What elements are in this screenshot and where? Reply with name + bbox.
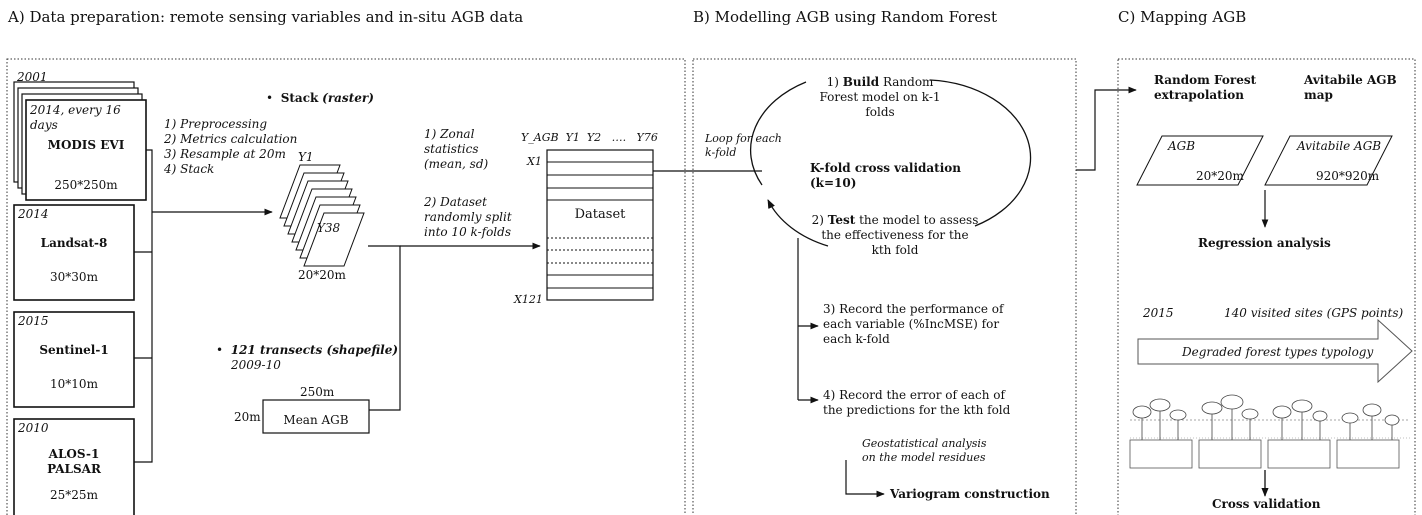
panel-a-frame [6,58,686,515]
landsat-name: Landsat-8 [40,236,108,250]
sensor-bracket [134,149,153,463]
dataset-split: 2) Dataset randomly split into 10 k-fold… [424,195,512,239]
mean-agb-width: 250m [300,385,335,399]
header-data-preparation: A) Data preparation: remote sensing vari… [8,8,524,26]
mean-agb-box [262,399,370,434]
kfold-loop-arrow [767,199,829,247]
loop-label: Loop for each k-fold [705,132,782,159]
header-modelling: B) Modelling AGB using Random Forest [693,8,997,26]
stack-title: • Stack (raster) [266,91,374,105]
alos-name: ALOS-1 PALSAR [47,447,101,476]
transects-years: 2009-10 [231,358,281,372]
modis-name: MODIS EVI [47,138,125,152]
geostatistical-analysis: Geostatistical analysis on the model res… [862,437,987,464]
landsat-box [13,204,135,301]
connector-to-mapping [1076,86,1137,171]
dataset-row-first: X1 [527,155,542,168]
agb-map-resolution: 20*20m [1196,169,1244,183]
record-error-step: 4) Record the error of each of the predi… [823,388,1011,417]
landsat-year: 2014 [18,207,49,221]
variogram-arrow [845,460,885,498]
agb-map-shape [1136,135,1264,186]
processing-steps: 1) Preprocessing 2) Metrics calculation … [164,117,298,176]
modis-period: 2014, every 16 days [30,103,121,132]
transects-title: • 121 transects (shapefile) [216,343,399,357]
mean-agb-label: Mean AGB [283,413,349,427]
rf-extrapolation-label: Random Forest extrapolation [1154,73,1257,102]
sentinel-name: Sentinel-1 [39,343,109,357]
typology-label: Degraded forest types typology [1182,345,1374,359]
kfold-loop [749,81,807,186]
landsat-resolution: 30*30m [50,270,98,284]
dataset-row-last: X121 [514,293,543,306]
alos-resolution: 25*25m [50,488,98,502]
avitabile-map-label: Avitabile AGB map [1304,73,1397,102]
stack-resolution: 20*20m [298,268,346,282]
panel-c-frame [1117,58,1416,515]
dataset-label: Dataset [574,207,626,222]
sentinel-year: 2015 [18,314,49,328]
alos-box [13,418,135,515]
dataset-table [546,149,654,301]
zonal-statistics: 1) Zonal statistics (mean, sd) [424,127,489,171]
typology-arrow [1137,318,1413,384]
modis-card-stack [13,81,147,201]
agb-map-label: AGB [1168,139,1196,153]
header-mapping: C) Mapping AGB [1118,8,1247,26]
visited-year: 2015 [1143,306,1174,320]
test-model-step: 2) Test the model to assess the effectiv… [811,213,979,257]
raster-stack [279,164,365,267]
avitabile-map-shape [1264,135,1393,186]
build-model-step: 1) Build Random Forest model on k-1 fold… [819,75,941,119]
dataset-columns: Y_AGB Y1 Y2 …. Y76 [521,131,658,144]
avitabile-agb-label: Avitabile AGB [1297,139,1382,153]
visited-sites: 140 visited sites (GPS points) [1224,306,1404,320]
stack-first-layer: Y1 [298,150,314,164]
panel-b-frame [692,58,1077,515]
regression-analysis: Regression analysis [1198,236,1331,250]
sentinel-box [13,311,135,408]
alos-year: 2010 [18,421,49,435]
dataset-bracket [368,245,401,411]
mean-agb-height: 20m [234,410,261,424]
variogram-construction: Variogram construction [890,487,1050,501]
kfold-cross-validation: K-fold cross validation (k=10) [810,161,962,190]
modis-start-year: 2001 [17,70,48,84]
forest-profile-illustration [1129,394,1410,469]
record-performance-step: 3) Record the performance of each variab… [823,302,1004,346]
avitabile-agb-resolution: 920*920m [1316,169,1380,183]
modis-resolution: 250*250m [54,178,118,192]
sentinel-resolution: 10*10m [50,377,98,391]
stack-last-layer: Y38 [317,221,341,235]
cross-validation: Cross validation [1212,497,1321,511]
